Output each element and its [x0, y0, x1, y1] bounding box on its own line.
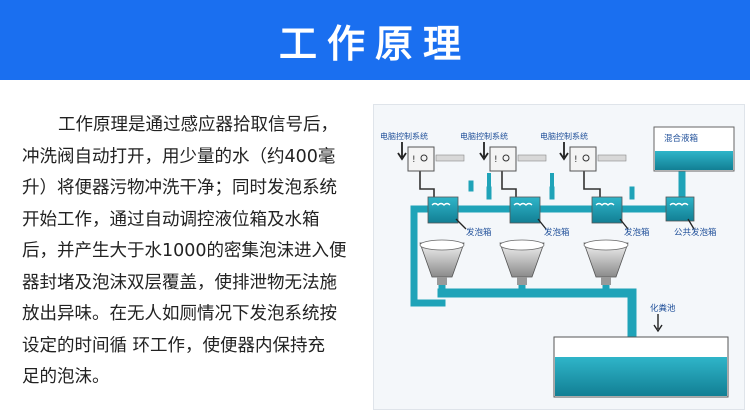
arrow-icon [455, 218, 467, 230]
pipe-network [410, 167, 686, 342]
foam-box-3: 发泡箱 [591, 196, 650, 238]
working-principle-diagram: 电脑控制系统 ! 电脑控制系统 ! 电脑控制系统 ! 混合液 [373, 104, 745, 410]
valve-1 [435, 154, 465, 162]
toilet-bowl-2 [499, 239, 545, 285]
description-line: 放出异味。在无人如厕情况下发泡系统按 [22, 304, 337, 324]
sensor-box-2 [489, 146, 517, 172]
description-line: 升）将便器污物冲洗干净；同时发泡系统 [22, 178, 337, 198]
bowl-1-outlet [437, 277, 447, 285]
valve-2 [517, 154, 547, 162]
description-line: 设定的时间循 环工作，使便器内保持充 [22, 335, 326, 356]
sensor-symbol-icon: ! [574, 155, 578, 165]
foam-box-label-3: 发泡箱 [624, 227, 650, 238]
foam-box-2: 发泡箱 [509, 196, 570, 238]
foam-box-1-body [427, 196, 459, 224]
arrow-icon [619, 218, 629, 230]
arrow-icon [537, 218, 547, 230]
arrow-down-icon [559, 142, 569, 161]
foam-bubbles-icon [513, 202, 533, 206]
control-system-1: 电脑控制系统 ! [380, 131, 465, 172]
toilet-bowl-3 [583, 239, 629, 285]
public-foam-label: 公共发泡箱 [674, 227, 717, 238]
bowl-3-rim [583, 239, 629, 251]
foam-box-1: 发泡箱 [427, 196, 492, 238]
diagram-svg: 电脑控制系统 ! 电脑控制系统 ! 电脑控制系统 ! 混合液 [380, 126, 735, 398]
control-label-2: 电脑控制系统 [460, 131, 508, 141]
sensor-lines [419, 169, 601, 197]
description-line: 器封堵及泡沫双层覆盖，使排泄物无法施 [22, 272, 337, 293]
description-line: 工作原理是通过感应器拾取信号后， [58, 115, 338, 135]
septic-tank-liquid [555, 357, 727, 396]
sensor-symbol-icon: ! [494, 155, 498, 165]
arrow-down-icon [397, 142, 407, 161]
foam-box-label-1: 发泡箱 [466, 227, 492, 238]
control-system-3: 电脑控制系统 ! [540, 131, 627, 172]
sensor-box-3 [569, 146, 597, 172]
septic-tank: 化粪池 [553, 303, 729, 398]
foam-box-2-body [509, 196, 541, 224]
bowl-2-rim [499, 239, 545, 251]
septic-tank-label: 化粪池 [650, 303, 676, 314]
foam-box-3-body [591, 196, 623, 224]
foam-bubbles-icon [431, 202, 451, 206]
control-label-1: 电脑控制系统 [380, 131, 428, 141]
sensor-dot-icon [502, 154, 510, 162]
sensor-line-2 [501, 169, 517, 197]
bowl-3-outlet [601, 277, 611, 285]
arrow-icon [687, 218, 695, 230]
bowl-2-outlet [517, 277, 527, 285]
sensor-dot-icon [420, 154, 428, 162]
foam-bubbles-icon [669, 202, 689, 206]
description-line: 足的泡沫。 [22, 367, 110, 387]
foam-bubbles-icon [595, 202, 615, 206]
mixing-tank-label: 混合液箱 [664, 133, 699, 144]
mixing-tank: 混合液箱 [653, 126, 735, 172]
public-foam-box: 公共发泡箱 [665, 196, 717, 238]
description-line: 冲洗阀自动打开，用少量的水（约400毫 [22, 146, 336, 167]
sensor-symbol-icon: ! [412, 155, 416, 165]
description-line: 后，并产生大于水1000的密集泡沫进入便 [22, 241, 347, 261]
arrow-down-icon [479, 142, 489, 161]
bowl-1-rim [419, 239, 465, 251]
control-system-2: 电脑控制系统 ! [460, 131, 547, 172]
foam-box-label-2: 发泡箱 [544, 227, 570, 238]
description-line: 开始工作，通过自动调控液位箱及水箱 [22, 209, 320, 230]
mixing-tank-liquid [655, 151, 733, 170]
arrow-down-icon [653, 314, 663, 333]
header-banner: 工作原理 [0, 0, 750, 80]
sensor-line-3 [583, 169, 601, 197]
sensor-dot-icon [582, 154, 590, 162]
valve-3 [597, 154, 627, 162]
control-label-3: 电脑控制系统 [540, 131, 588, 141]
description-text: 工作原理是通过感应器拾取信号后， 冲洗阀自动打开，用少量的水（约400毫 升）将… [22, 110, 367, 394]
public-foam-box-body [665, 196, 695, 222]
sensor-line-1 [419, 169, 435, 197]
toilet-bowl-1 [419, 239, 465, 285]
page-title: 工作原理 [278, 21, 471, 66]
